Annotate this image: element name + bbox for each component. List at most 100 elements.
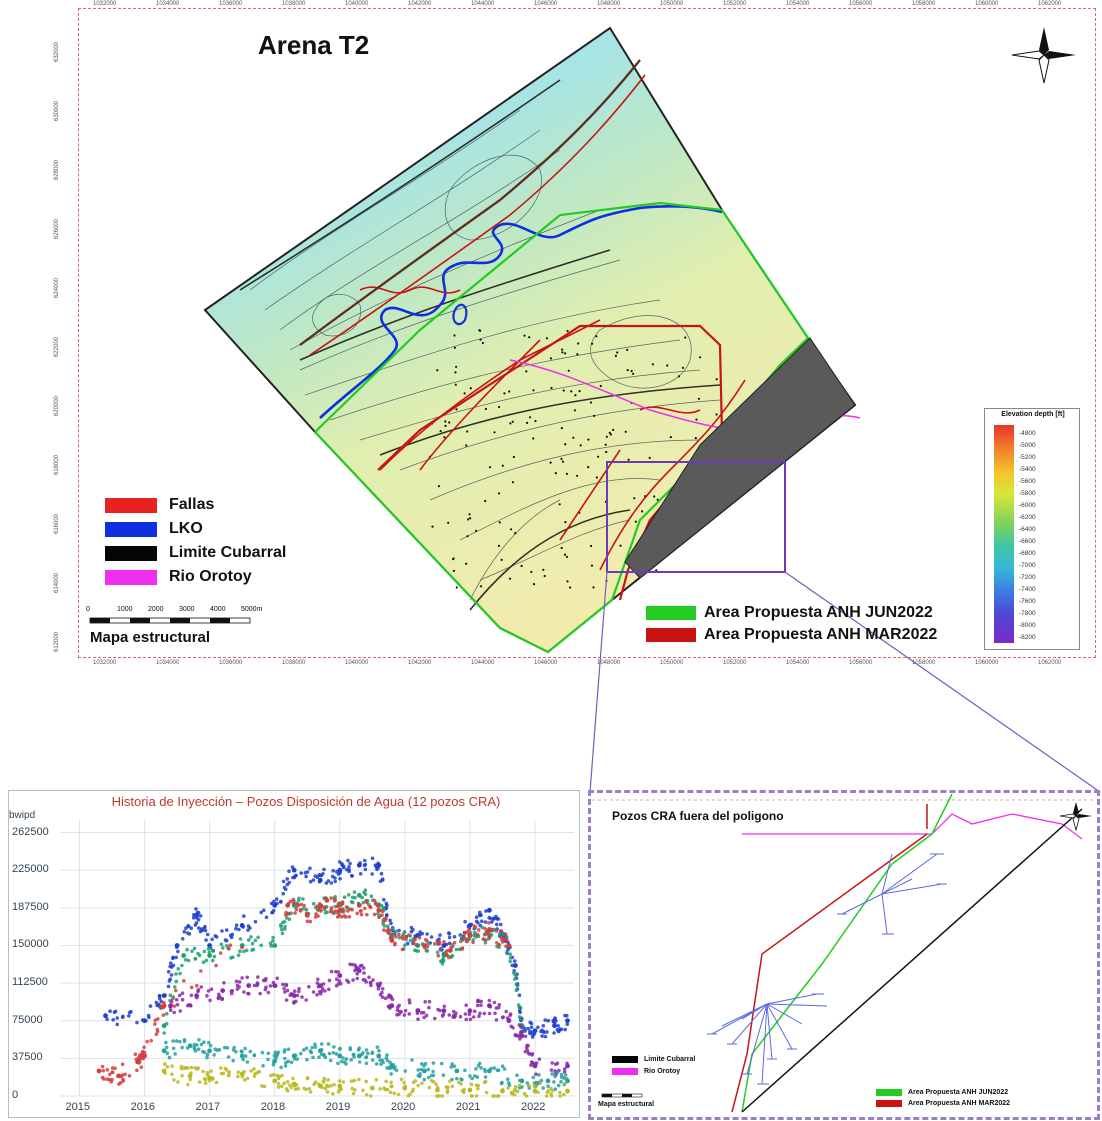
depth-tick-label: -6600 — [1019, 538, 1036, 545]
chart-point — [423, 1061, 428, 1066]
chart-point — [145, 1039, 149, 1044]
chart-point — [283, 1064, 288, 1068]
chart-point — [210, 937, 214, 942]
well-dot — [684, 336, 687, 339]
chart-point — [335, 904, 340, 909]
chart-point — [559, 1075, 564, 1079]
chart-point — [469, 1082, 474, 1087]
chart-point — [409, 929, 414, 934]
chart-point — [449, 1065, 454, 1069]
chart-point — [338, 877, 342, 881]
inset-legend-item: Rio Orotoy — [612, 1068, 680, 1075]
chart-point — [517, 993, 522, 997]
chart-point — [416, 1068, 421, 1072]
chart-point — [307, 1087, 312, 1091]
chart-point — [435, 1085, 440, 1090]
chart-point — [478, 910, 482, 915]
chart-point — [284, 998, 289, 1002]
chart-point — [280, 1084, 284, 1089]
chart-point — [322, 1053, 326, 1058]
chart-point — [490, 920, 494, 924]
well-dot — [453, 346, 456, 349]
well-dot — [561, 460, 565, 463]
chart-point — [161, 1003, 167, 1009]
chart-point — [497, 1003, 502, 1007]
chart-point — [228, 943, 233, 947]
well-dot — [666, 364, 669, 367]
chart-point — [326, 879, 331, 883]
inset-limit-line — [741, 808, 1083, 1113]
excluded-block — [624, 337, 856, 579]
chart-point — [423, 1000, 428, 1004]
chart-point — [352, 1078, 357, 1083]
chart-point — [218, 951, 223, 955]
chart-point — [199, 969, 203, 973]
chart-point — [350, 874, 355, 878]
chart-point — [220, 988, 226, 993]
chart-point — [407, 1012, 412, 1016]
scale-label: Mapa estructural — [90, 629, 211, 646]
chart-point — [468, 934, 473, 938]
well-dot — [479, 329, 482, 332]
chart-point — [408, 1092, 412, 1097]
chart-point — [391, 1062, 395, 1067]
chart-point — [185, 931, 190, 935]
well-dot — [587, 438, 590, 441]
well-dot — [543, 574, 546, 578]
chart-x-tick-label: 2017 — [195, 1101, 221, 1113]
well-dot — [627, 458, 630, 461]
chart-point — [378, 981, 383, 985]
chart-point — [275, 976, 280, 981]
scale-bar — [89, 617, 251, 624]
chart-point — [334, 1052, 339, 1056]
chart-point — [208, 998, 212, 1003]
chart-point — [382, 897, 386, 902]
chart-point — [448, 948, 453, 953]
chart-point — [178, 1009, 182, 1013]
chart-point — [373, 900, 378, 905]
chart-point — [565, 1013, 569, 1018]
chart-point — [234, 923, 239, 927]
inset-legend-label: Rio Orotoy — [644, 1068, 681, 1075]
chart-point — [552, 1080, 556, 1084]
chart-point — [313, 1042, 317, 1047]
chart-point — [390, 936, 394, 941]
chart-point — [286, 901, 291, 906]
map-x-coord-label: 1058000 — [912, 1, 936, 7]
chart-point — [441, 1008, 447, 1014]
chart-point — [170, 1072, 174, 1077]
chart-point — [431, 1073, 436, 1078]
chart-point — [536, 1090, 540, 1095]
chart-point — [176, 967, 181, 971]
chart-point — [529, 1063, 533, 1067]
well-dot — [699, 356, 702, 359]
chart-point — [442, 1004, 447, 1009]
chart-point — [500, 1064, 505, 1068]
chart-point — [368, 981, 373, 985]
chart-point — [329, 881, 334, 885]
well-dot — [454, 371, 457, 374]
well-dot — [488, 466, 492, 469]
well-dot — [626, 348, 629, 351]
chart-point — [457, 947, 462, 952]
well-dot — [431, 525, 434, 528]
chart-point — [307, 984, 311, 989]
chart-point — [348, 1047, 353, 1052]
chart-point — [405, 941, 410, 946]
chart-point — [292, 1083, 297, 1087]
legend-item-rio-orotoy: Rio Orotoy — [105, 568, 252, 586]
chart-point — [269, 944, 274, 948]
chart-x-tick-label: 2018 — [260, 1101, 286, 1113]
chart-point — [331, 868, 336, 873]
chart-point — [422, 1077, 427, 1082]
chart-point — [473, 930, 477, 935]
map-x-coord-label: 1036000 — [219, 660, 243, 666]
depth-tick-label: -6000 — [1019, 502, 1036, 509]
chart-point — [499, 929, 503, 933]
legend-swatch — [105, 521, 157, 537]
chart-point — [234, 926, 238, 931]
chart-point — [553, 1087, 558, 1091]
chart-point — [329, 908, 333, 912]
chart-point — [121, 1077, 125, 1082]
chart-point — [304, 912, 310, 918]
